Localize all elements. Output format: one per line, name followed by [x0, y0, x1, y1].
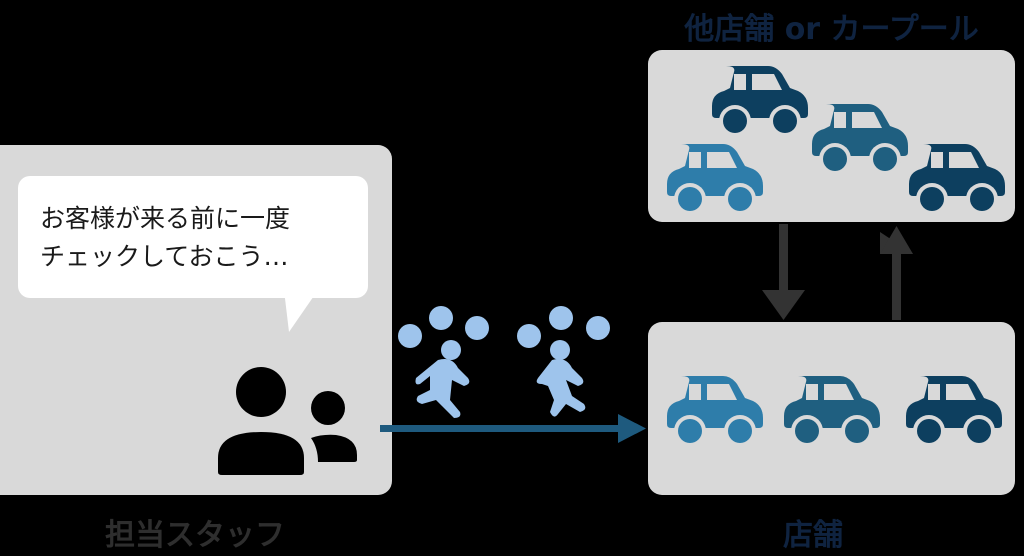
speech-bubble: お客様が来る前に一度 チェックしておこう…: [18, 176, 368, 298]
running-person-icon: [517, 306, 610, 417]
speech-text: お客様が来る前に一度 チェックしておこう…: [40, 200, 358, 276]
store-label: 店舗: [783, 518, 843, 553]
arrow-up-icon: [880, 226, 913, 320]
staff-label: 担当スタッフ: [105, 518, 285, 553]
car-icon: [812, 104, 908, 175]
speech-line-1: お客様が来る前に一度: [40, 204, 291, 233]
car-icon: [667, 376, 763, 447]
car-icon: [712, 66, 808, 137]
running-person-icon: [398, 306, 489, 418]
car-icon: [667, 144, 763, 215]
car-icon: [909, 144, 1005, 215]
car-icon: [906, 376, 1002, 447]
speech-line-2: チェックしておこう…: [40, 242, 289, 271]
arrow-down-icon: [762, 224, 805, 320]
car-pool-title: 他店舗 or カープール: [684, 12, 979, 47]
car-icon: [784, 376, 880, 447]
